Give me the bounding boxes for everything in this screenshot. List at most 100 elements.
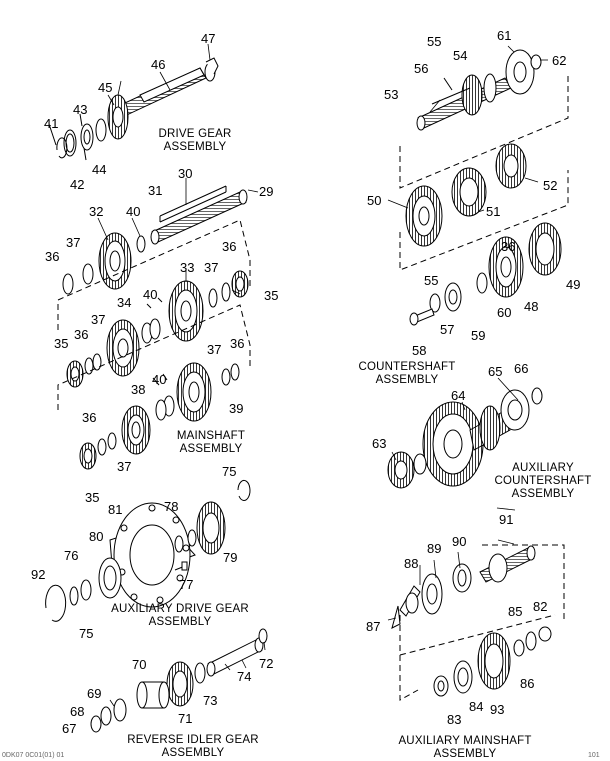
callout-70: 70 xyxy=(132,657,147,672)
title-line: ASSEMBLY xyxy=(179,443,243,455)
callout-36b: 36 xyxy=(222,239,237,254)
callout-73: 73 xyxy=(203,693,218,708)
title-line: AUXILIARY xyxy=(512,462,574,474)
callout-83: 83 xyxy=(447,712,462,727)
aux-mainshaft-art xyxy=(391,544,565,701)
callout-79: 79 xyxy=(223,550,238,565)
title-line: ASSEMBLY xyxy=(161,747,225,759)
callout-48: 48 xyxy=(524,299,539,314)
callout-67: 67 xyxy=(62,721,77,736)
footer-figure-code: 0DK07 0C01(01) 01 xyxy=(2,752,65,759)
callout-78: 78 xyxy=(164,499,179,514)
callout-36f: 36 xyxy=(501,239,516,254)
callout-36a: 36 xyxy=(45,249,60,264)
callout-36d: 36 xyxy=(230,336,245,351)
callout-37b: 37 xyxy=(204,260,219,275)
title-countershaft-assembly: COUNTERSHAFT ASSEMBLY xyxy=(352,361,462,387)
callout-46: 46 xyxy=(151,57,166,72)
callout-88: 88 xyxy=(404,556,419,571)
title-line: DRIVE GEAR xyxy=(158,128,232,140)
callout-35b: 35 xyxy=(54,336,69,351)
callout-36c: 36 xyxy=(74,327,89,342)
callout-36e: 36 xyxy=(82,410,97,425)
callout-87: 87 xyxy=(366,619,381,634)
callout-92: 92 xyxy=(31,567,46,582)
title-auxiliary-drive-gear-assembly: AUXILIARY DRIVE GEAR ASSEMBLY xyxy=(70,603,290,629)
callout-82: 82 xyxy=(533,599,548,614)
callout-68: 68 xyxy=(70,704,85,719)
title-line: ASSEMBLY xyxy=(148,616,212,628)
callout-71: 71 xyxy=(178,711,193,726)
callout-32: 32 xyxy=(89,204,104,219)
title-reverse-idler-gear-assembly: REVERSE IDLER GEAR ASSEMBLY xyxy=(108,734,278,760)
title-line: COUNTERSHAFT xyxy=(494,475,592,487)
title-line: ASSEMBLY xyxy=(511,488,575,500)
callout-31: 31 xyxy=(148,183,163,198)
callout-86: 86 xyxy=(520,676,535,691)
callout-35a: 35 xyxy=(264,288,279,303)
reverse-idler-art xyxy=(90,628,268,733)
callout-42: 42 xyxy=(70,177,85,192)
callout-80: 80 xyxy=(89,529,104,544)
leader-lines xyxy=(97,43,548,707)
title-mainshaft-assembly: MAINSHAFT ASSEMBLY xyxy=(166,430,256,456)
title-drive-gear-assembly: DRIVE GEAR ASSEMBLY xyxy=(145,128,245,154)
callout-39: 39 xyxy=(229,401,244,416)
callout-44: 44 xyxy=(92,162,107,177)
title-auxiliary-mainshaft-assembly: AUXILIARY MAINSHAFT ASSEMBLY xyxy=(380,735,550,761)
callout-55a: 55 xyxy=(427,34,442,49)
callout-61: 61 xyxy=(497,28,512,43)
callout-62: 62 xyxy=(552,53,567,68)
aux-countershaft-art xyxy=(387,387,543,489)
callout-63: 63 xyxy=(372,436,387,451)
mainshaft-bar-art xyxy=(136,185,248,253)
callout-29: 29 xyxy=(259,184,274,199)
callout-40a: 40 xyxy=(126,204,141,219)
callout-40b: 40 xyxy=(143,287,158,302)
title-line: AUXILIARY DRIVE GEAR xyxy=(111,603,249,615)
callout-37c: 37 xyxy=(91,312,106,327)
callout-75b: 75 xyxy=(79,626,94,641)
title-line: AUXILIARY MAINSHAFT xyxy=(398,735,532,747)
callout-91: 91 xyxy=(499,512,514,527)
callout-55b: 55 xyxy=(424,273,439,288)
callout-30: 30 xyxy=(178,166,193,181)
callout-69: 69 xyxy=(87,686,102,701)
callout-66: 66 xyxy=(514,361,529,376)
callout-34: 34 xyxy=(117,295,132,310)
title-line: ASSEMBLY xyxy=(163,141,227,153)
callout-54: 54 xyxy=(453,48,468,63)
callout-89: 89 xyxy=(427,541,442,556)
callout-84: 84 xyxy=(469,699,484,714)
callout-77: 77 xyxy=(179,577,194,592)
footer-page-code: 101 xyxy=(588,752,600,759)
callout-49: 49 xyxy=(566,277,581,292)
title-line: ASSEMBLY xyxy=(375,374,439,386)
title-auxiliary-countershaft-assembly: AUXILIARY COUNTERSHAFT ASSEMBLY xyxy=(488,462,598,501)
callout-52: 52 xyxy=(543,178,558,193)
callout-74: 74 xyxy=(237,669,252,684)
callout-90: 90 xyxy=(452,534,467,549)
callout-57: 57 xyxy=(440,322,455,337)
callout-37a: 37 xyxy=(66,235,81,250)
callout-37d: 37 xyxy=(207,342,222,357)
title-line: COUNTERSHAFT xyxy=(358,361,456,373)
title-line: ASSEMBLY xyxy=(433,748,497,760)
callout-50: 50 xyxy=(367,193,382,208)
callout-85: 85 xyxy=(508,604,523,619)
title-line: REVERSE IDLER GEAR xyxy=(127,734,259,746)
callout-81: 81 xyxy=(108,502,123,517)
title-line: MAINSHAFT xyxy=(176,430,246,442)
callout-41: 41 xyxy=(44,116,59,131)
mainshaft-gears-art xyxy=(57,219,251,470)
callout-40c: 40 xyxy=(152,372,167,387)
callout-65: 65 xyxy=(488,364,503,379)
auxiliary-drive-gear-art xyxy=(45,479,251,622)
callout-59: 59 xyxy=(471,328,486,343)
countershaft-art xyxy=(399,49,569,326)
callout-53: 53 xyxy=(384,87,399,102)
callout-43: 43 xyxy=(73,102,88,117)
drive-gear-assembly-art xyxy=(48,57,219,161)
